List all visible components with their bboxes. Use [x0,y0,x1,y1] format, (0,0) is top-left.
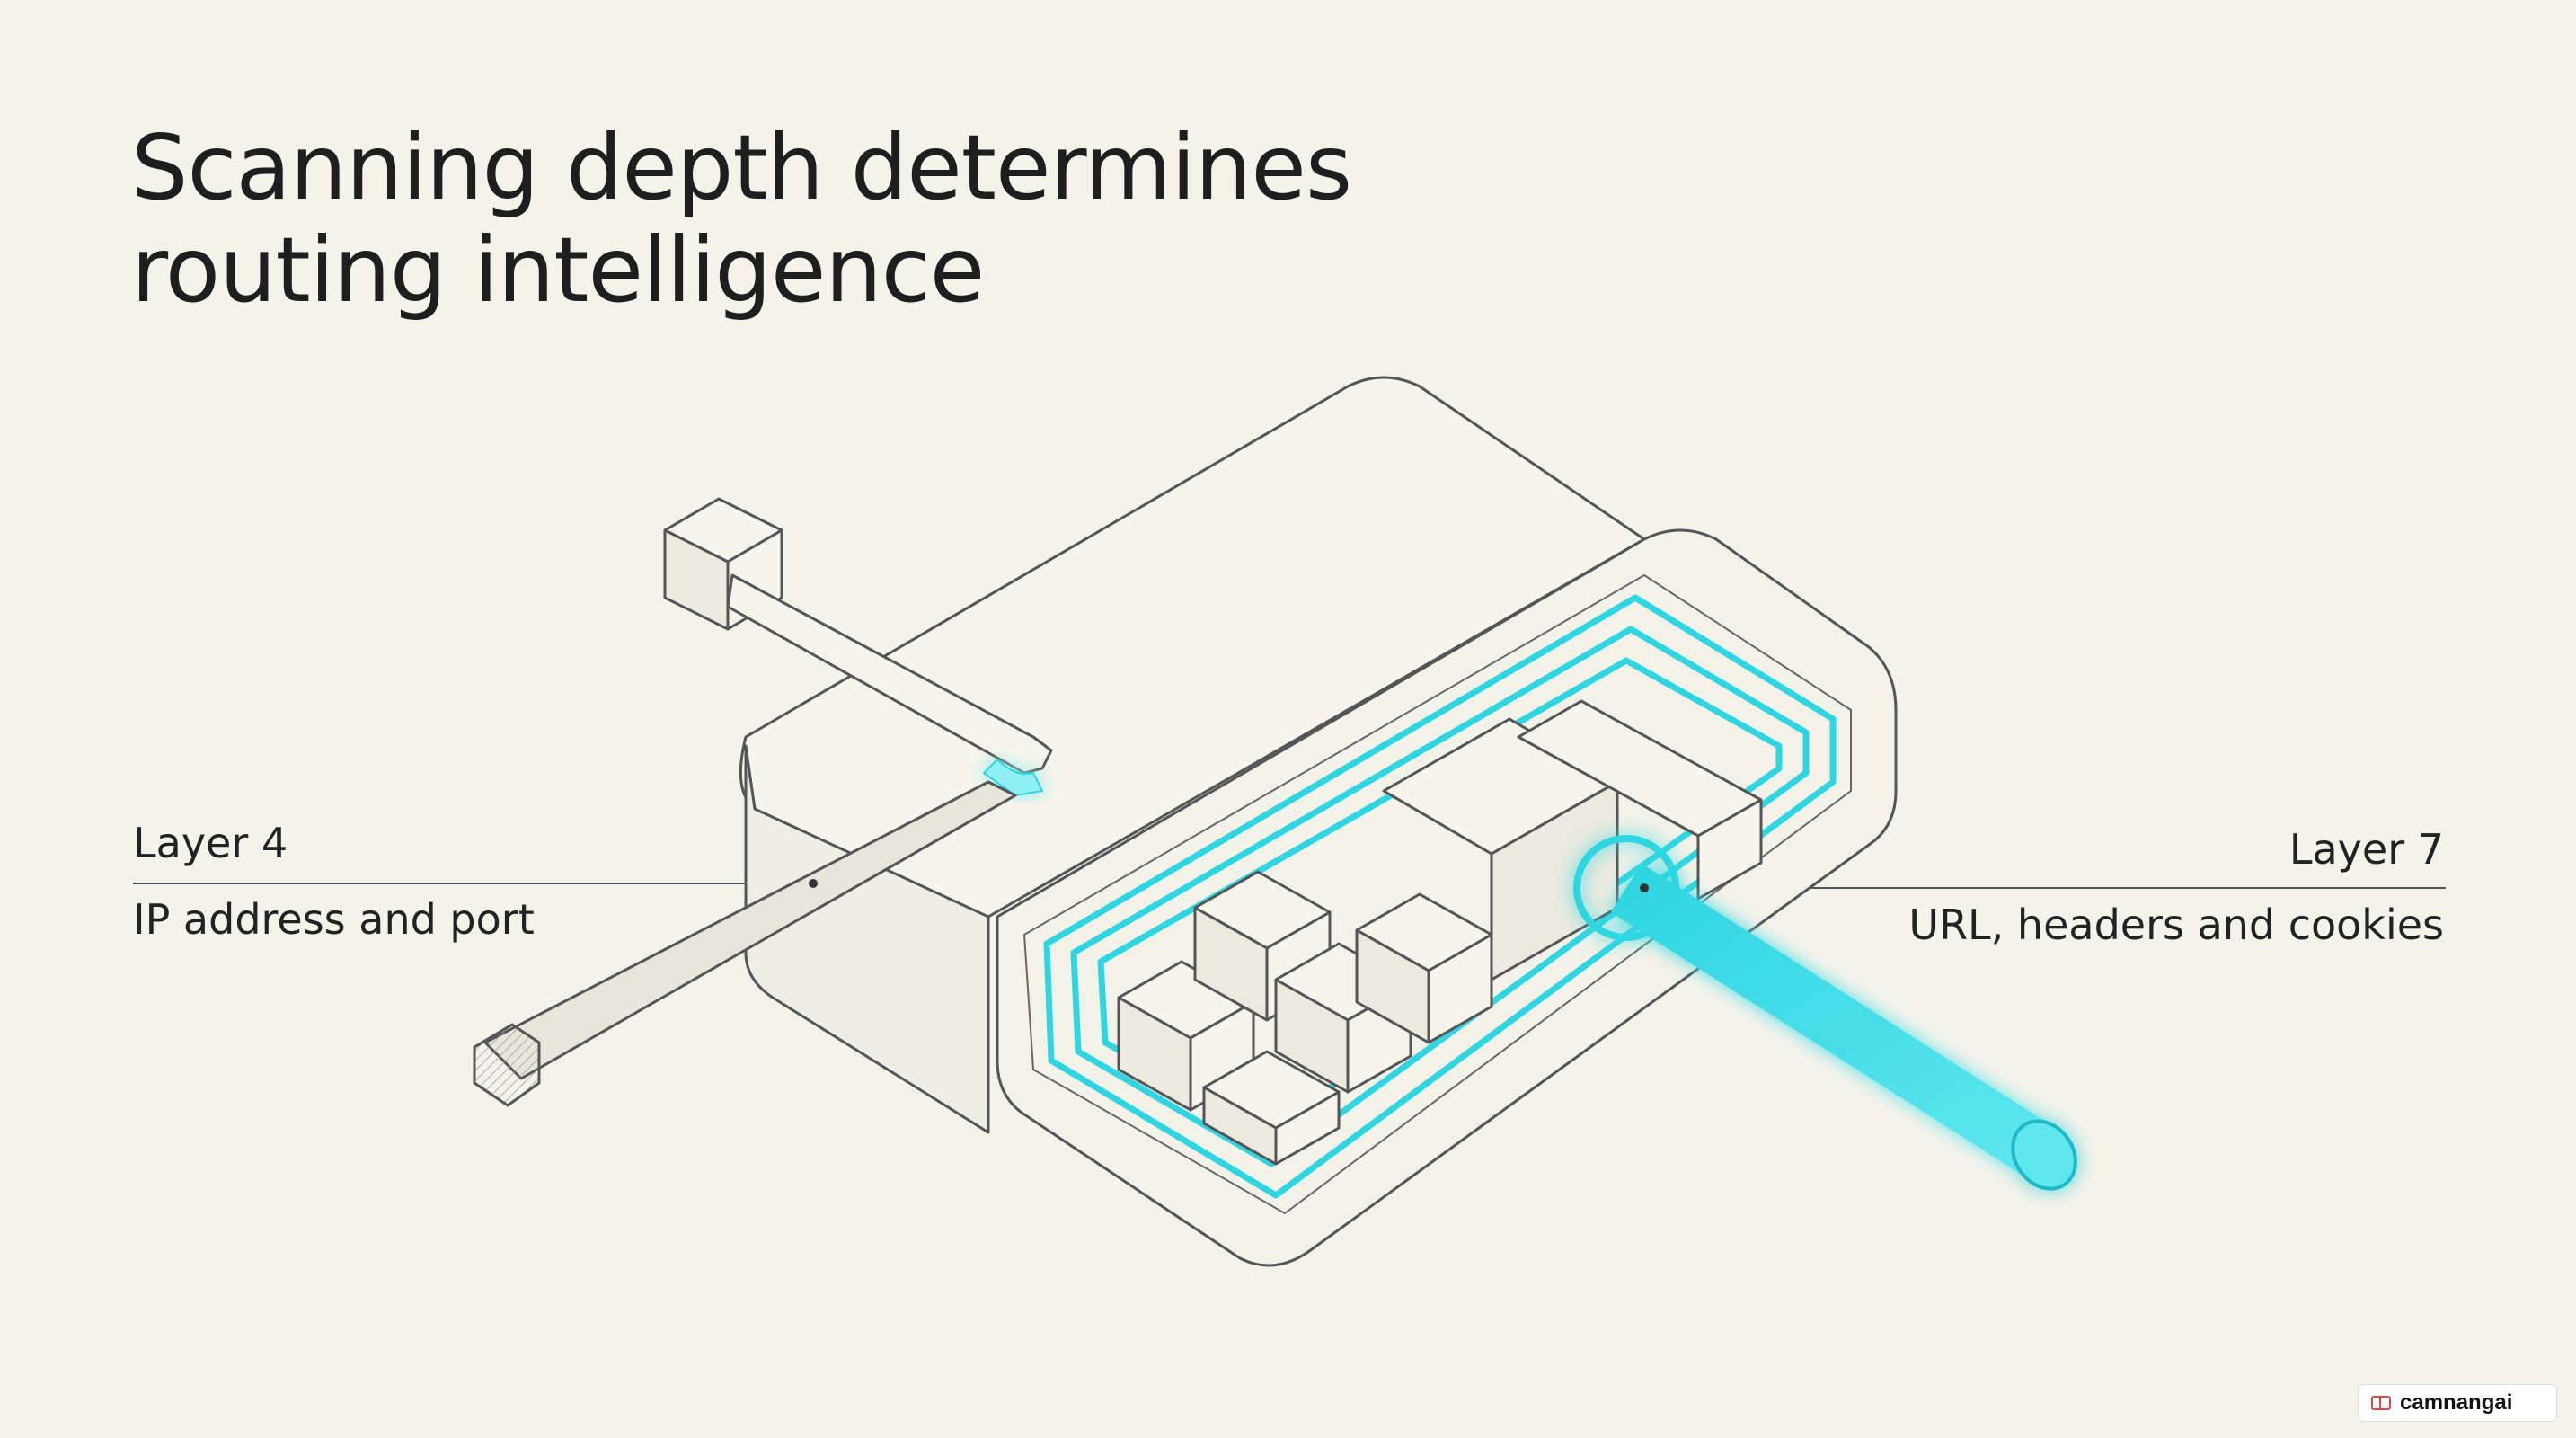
internal-modules [1117,699,1763,1166]
watermark-label: camnangai [2400,1390,2513,1415]
layer4-description: IP address and port [133,895,535,944]
book-icon [2371,1396,2391,1410]
layer4-anchor-dot [809,879,818,888]
page-title: Scanning depth determines routing intell… [131,115,1352,323]
watermark-badge: camnangai [2358,1384,2557,1422]
title-line-2: routing intelligence [131,217,985,323]
layer7-anchor-dot [1640,883,1649,892]
layer4-title: Layer 4 [133,819,288,867]
layer7-light-beam [1573,835,2077,1191]
layer7-description: URL, headers and cookies [1908,901,2444,949]
layer4-probe-arm [473,497,1053,1107]
inner-rings [1043,594,1837,1199]
layer7-title: Layer 7 [2288,825,2444,874]
title-line-1: Scanning depth determines [131,115,1352,220]
